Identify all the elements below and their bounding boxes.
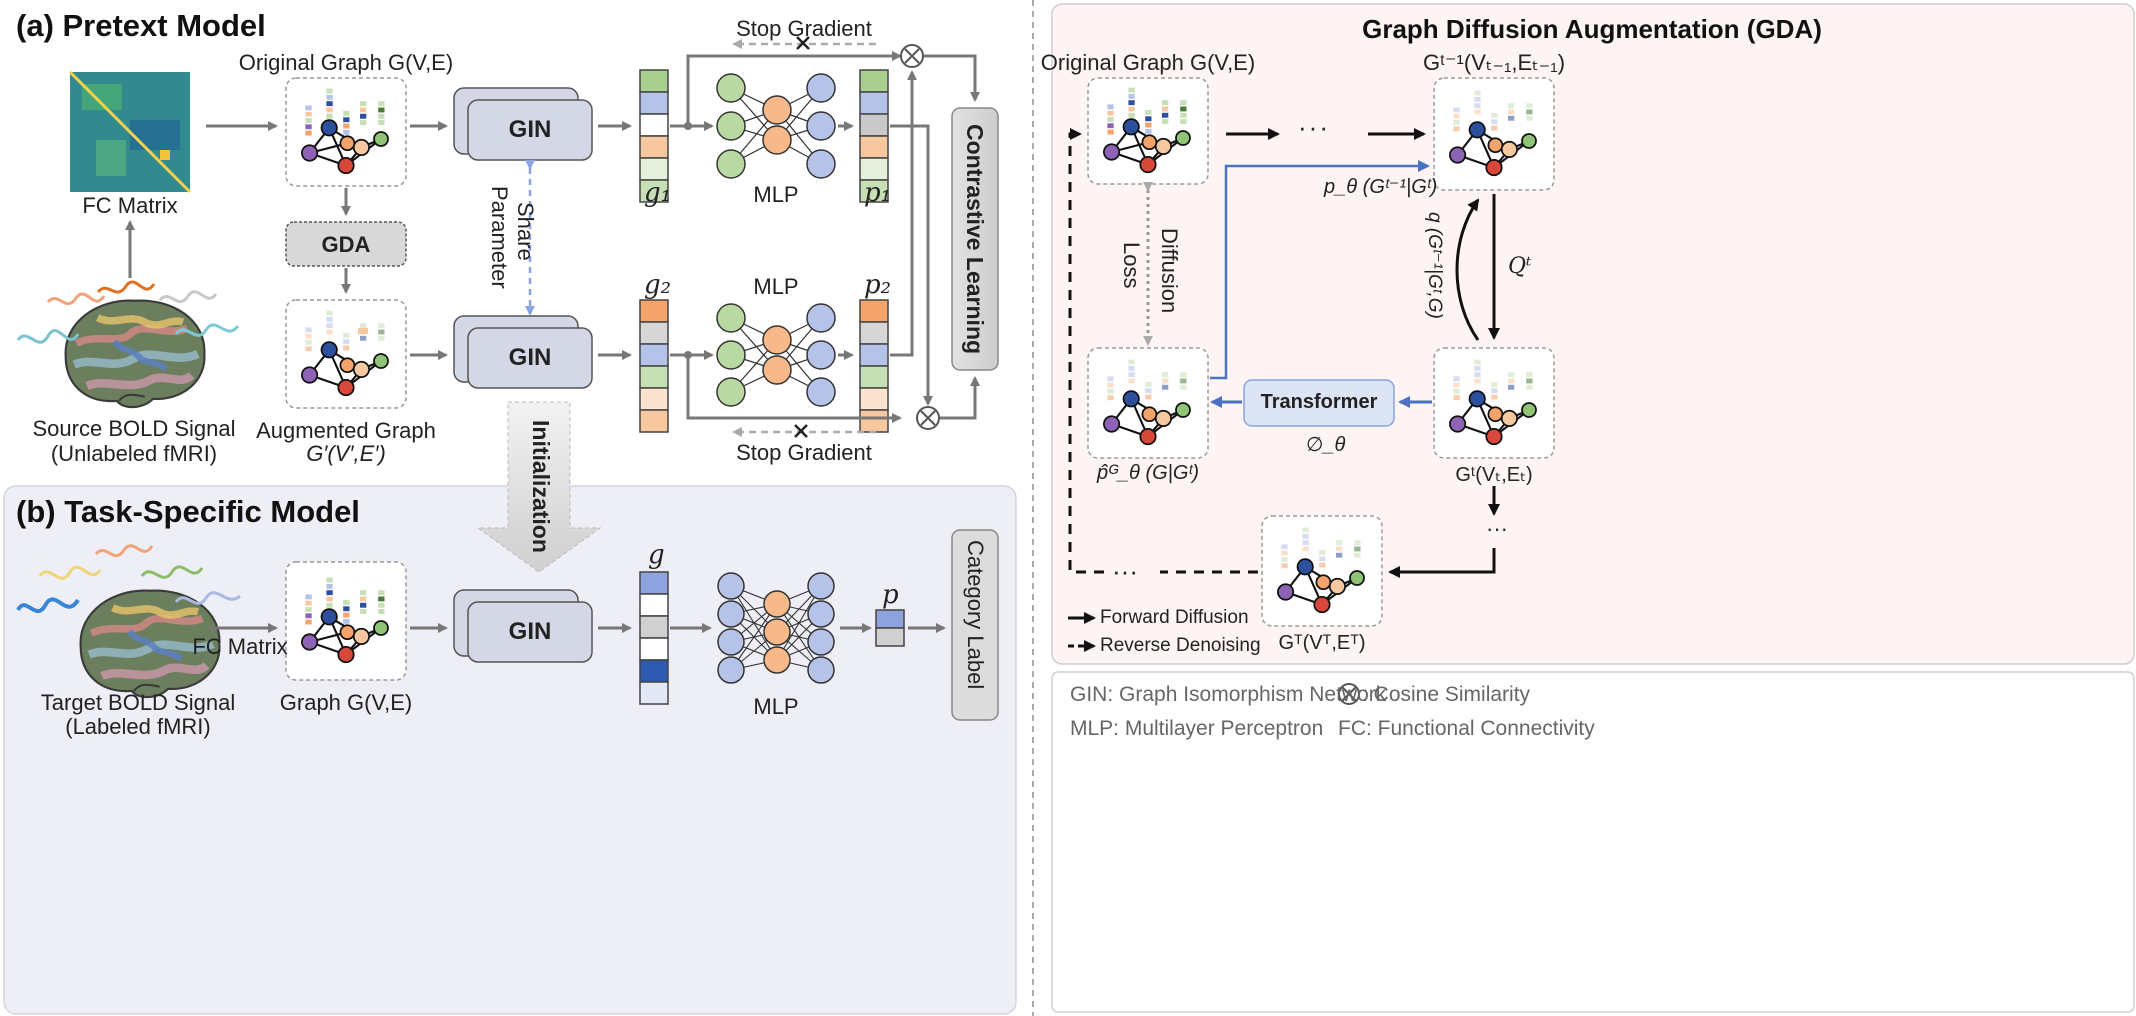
legend-cosine: : Cosine Similarity [1362,683,1531,706]
category-label-text: Category Label [963,540,988,690]
initialization-arrow [476,401,602,573]
p-theta-label: p_θ (Gᵗ⁻¹|Gᵗ) [1324,176,1438,198]
gda-g-t-label: Gᵗ(Vₜ,Eₜ) [1455,464,1533,486]
contrastive-learning-box [951,107,999,371]
source-signal-label-2: (Unlabeled fMRI) [50,441,218,466]
fc-matrix-label-b: FC Matrix [192,634,288,659]
initialization-label: Initialization [528,420,554,553]
p2-prediction-vector [859,299,889,433]
share-label: Share [513,202,538,261]
gda-original-graph-label: Original Graph G(V,E) [1040,50,1256,75]
graph-label-b: Graph G(V,E) [279,690,413,715]
augmented-graph-label-2: G′(V′,E′) [306,441,386,466]
cosine-similarity-icon-bottom [916,406,940,430]
augmented-extra-bar [358,328,368,334]
cosine-similarity-icon-top [900,44,924,68]
transformer-label: Transformer [1260,391,1378,413]
gda-box [285,221,407,267]
gda-g-T-label: Gᵀ(Vᵀ,Eᵀ) [1278,632,1366,654]
legend-gin: GIN: Graph Isomorphism Network [1070,683,1387,706]
gda-g-t-minus-1-box [1433,77,1555,191]
augmented-graph-label-1: Augmented Graph [256,418,436,443]
parameter-label: Parameter [487,186,512,289]
q-t-label: Qᵗ [1508,254,1532,279]
stop-gradient-label-top: Stop Gradient [736,16,872,41]
mlp-label-2: MLP [753,274,799,299]
category-label-box [951,529,999,721]
gin-block-b [453,589,593,663]
p-hat-label: p̂ᴳ_θ (G|Gᵗ) [1097,462,1199,484]
g1-label: g₁ [644,178,672,208]
panel-a-title: (a) Pretext Model [16,8,266,43]
gda-ellipsis-top: ··· [1298,112,1330,142]
g-embedding-vector-b [639,571,669,705]
gda-panel-title: Graph Diffusion Augmentation (GDA) [1362,14,1822,44]
cosine-similarity-legend-icon [1338,683,1360,705]
p1-prediction-vector [859,69,889,203]
gda-g-t-box [1433,347,1555,459]
diffusion-label: Diffusion [1157,228,1182,314]
p1-to-cosine-bottom [890,124,933,406]
g-label-b: g [648,540,665,570]
stop-gradient-label-bottom: Stop Gradient [736,440,872,465]
legend-box [1051,671,2135,1013]
p-output-vector-b [875,609,905,647]
loss-label: Loss [1119,242,1144,289]
mlp-network-2 [716,303,836,407]
mlp-network-1 [716,73,836,179]
cosine-top-to-cl [924,54,980,102]
p2-label: p₂ [864,270,892,300]
gin-block-1 [453,87,593,161]
gda-ellipsis-vertical: ··· [1486,516,1508,541]
g2-embedding-vector [639,299,669,433]
stop-gradient-x-bottom [794,424,808,438]
gin-label-b: GIN [508,618,552,645]
forward-arrow-to-gT [1388,548,1496,578]
p1-label: p₁ [864,178,892,208]
legend-reverse-denoising: Reverse Denoising [1100,635,1261,656]
stop-gradient-x-top [796,36,810,50]
panel-b-background [3,485,1017,1015]
gda-panel-background [1051,3,2135,665]
p-theta-arrow [1210,160,1430,380]
mlp-label-1: MLP [753,182,799,207]
g1-embedding-vector [639,69,669,203]
gda-g-T-box [1261,515,1383,627]
gin-block-2 [453,315,593,389]
g1-to-cosine-top [686,51,902,126]
original-graph-label: Original Graph G(V,E) [238,50,454,75]
legend-forward-diffusion: Forward Diffusion [1100,607,1249,628]
mlp-label-b: MLP [753,694,799,719]
augmented-graph-box [285,299,407,409]
q-posterior-arrow [1455,198,1480,341]
target-brain-image [16,544,241,697]
source-brain-image [16,280,240,407]
source-signal-label-1: Source BOLD Signal [32,416,236,441]
g2-to-cosine-bottom [686,355,902,423]
cosine-bottom-to-cl [940,376,980,420]
panel-b-title: (b) Task-Specific Model [16,494,360,529]
target-signal-label-2: (Labeled fMRI) [65,714,211,739]
reverse-denoising-path-2 [1068,128,1104,574]
gda-box-label: GDA [321,232,371,257]
gin-label-1: GIN [508,116,552,143]
phi-theta-label: ∅_θ [1306,434,1346,456]
mlp-network-b [717,572,835,684]
g2-label: g₂ [644,270,672,300]
fc-matrix-label: FC Matrix [82,193,178,218]
gin-label-2: GIN [508,344,552,371]
p-label-b: p [882,580,899,610]
gda-ellipsis-bottom: ··· [1112,556,1138,586]
fc-matrix-image [68,70,192,194]
legend-mlp: MLP: Multilayer Perceptron [1070,717,1324,740]
transformer-box [1243,379,1395,427]
legend-fc: FC: Functional Connectivity [1338,717,1595,740]
gda-g-t-minus-1-label: Gᵗ⁻¹(Vₜ₋₁,Eₜ₋₁) [1422,50,1566,75]
p2-to-cosine-top [890,70,917,357]
target-signal-label-1: Target BOLD Signal [40,690,236,715]
contrastive-learning-label: Contrastive Learning [962,124,988,355]
gda-p-hat-box [1087,347,1209,459]
q-posterior-label: q (Gᵗ⁻¹|Gᵗ,G) [1424,212,1445,319]
